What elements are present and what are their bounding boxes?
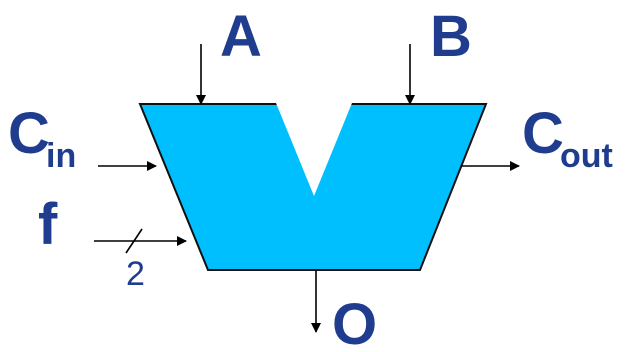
alu-notch	[276, 103, 352, 196]
label-cin: C in	[8, 101, 76, 175]
label-f: f	[38, 192, 58, 257]
label-a: A	[220, 4, 262, 69]
label-o: O	[332, 292, 377, 352]
label-cin-base: C	[8, 101, 50, 166]
label-cout-base: C	[522, 101, 564, 166]
bus-slash	[125, 228, 143, 254]
label-bus-width: 2	[126, 255, 145, 293]
label-cin-sub: in	[46, 137, 76, 175]
label-cout: C out	[522, 101, 613, 175]
label-cout-sub: out	[560, 137, 613, 175]
label-b: B	[430, 4, 472, 69]
